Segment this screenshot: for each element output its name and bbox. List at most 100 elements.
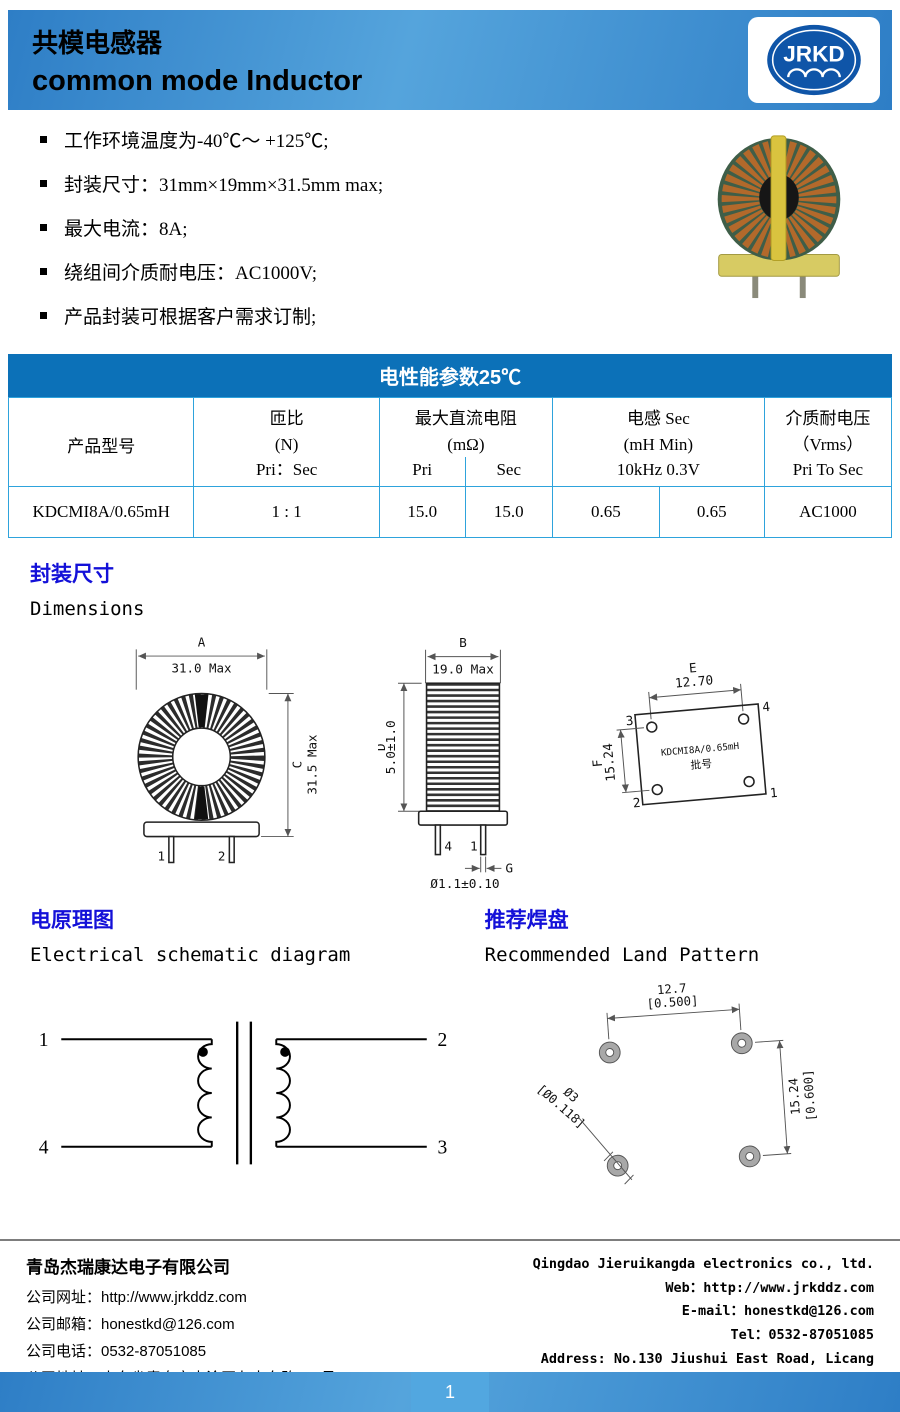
dim-e-value: 12.70	[674, 673, 714, 691]
dimension-drawings: A 31.0 Max 1 2 C 31.5 Max	[30, 620, 870, 892]
dim-b-value: 19.0 Max	[432, 662, 494, 677]
logo-text: JRKD	[783, 42, 845, 67]
front-pin2-label: 2	[218, 849, 226, 864]
col-header-inductance: 电感 Sec (mH Min) 10kHz 0.3V	[551, 397, 765, 487]
jrkd-logo-icon: JRKD	[767, 24, 861, 96]
feature-text: 产品封装可根据客户需求订制;	[64, 307, 317, 328]
company-email-cn: 公司邮箱：honestkd@126.com	[26, 1315, 235, 1333]
bullet-icon	[40, 268, 47, 275]
dim-c-label: C	[289, 761, 304, 769]
feature-list: 工作环境温度为-40℃～ +125℃; 封装尺寸：31mm×19mm×31.5m…	[10, 124, 684, 346]
schematic-pin3-label: 3	[438, 1138, 448, 1159]
feature-text: 封装尺寸：31mm×19mm×31.5mm max;	[64, 175, 384, 196]
list-item: 产品封装可根据客户需求订制;	[40, 302, 684, 329]
spec-table-title: 电性能参数25℃	[8, 354, 892, 397]
schematic-heading-cn: 电原理图	[30, 908, 114, 932]
dim-c-value: 31.5 Max	[305, 734, 320, 795]
col-header-turns-ratio: 匝比 (N) Pri：Sec	[193, 397, 380, 487]
page-title-en: common mode Inductor	[32, 64, 363, 97]
side-pin1-label: 1	[470, 840, 478, 855]
col-header-dcr: 最大直流电阻 (mΩ)	[378, 397, 553, 457]
company-name-cn: 青岛杰瑞康达电子有限公司	[26, 1258, 230, 1277]
side-pin4-label: 4	[444, 840, 452, 855]
top-pin1-label: 1	[769, 786, 778, 802]
land-dim-d-inch: [Ø0.118]	[534, 1082, 588, 1131]
dim-a-value: 31.0 Max	[171, 660, 232, 675]
footer-divider	[0, 1239, 900, 1241]
side-view-drawing: B 19.0 Max D 5.0±1.0 4 1	[378, 636, 513, 892]
schematic-pin4-label: 4	[39, 1138, 49, 1159]
dim-f-label: F	[590, 759, 606, 768]
company-web-en: Web：http://www.jrkddz.com	[665, 1279, 874, 1296]
cell-turns: 1 : 1	[193, 486, 380, 538]
dim-g-value: Ø1.1±0.10	[430, 877, 499, 892]
dimensions-section: 封装尺寸 Dimensions A 31.0 Max 1 2	[0, 538, 900, 892]
land-heading-cn: 推荐焊盘	[484, 908, 569, 932]
schematic-pin2-label: 2	[438, 1030, 448, 1051]
land-heading-en: Recommended Land Pattern	[484, 944, 760, 966]
land-dim-v-inch: [0.600]	[801, 1069, 819, 1122]
list-item: 封装尺寸：31mm×19mm×31.5mm max;	[40, 170, 684, 197]
top-view-drawing: E 12.70 3 4 2 1 KDCMI8	[590, 661, 778, 812]
schematic-pin1-label: 1	[39, 1030, 49, 1051]
spec-table: 产品型号 匝比 (N) Pri：Sec 最大直流电阻 (mΩ) 电感 Sec (…	[7, 397, 893, 538]
feature-text: 工作环境温度为-40℃～ +125℃;	[64, 131, 329, 152]
dim-e-label: E	[688, 661, 697, 677]
bullet-icon	[40, 224, 47, 231]
front-view-drawing: A 31.0 Max 1 2 C 31.5 Max	[135, 634, 320, 864]
top-pin2-label: 2	[632, 796, 641, 812]
company-web-cn: 公司网址：http://www.jrkddz.com	[26, 1288, 247, 1306]
bullet-icon	[40, 136, 47, 143]
schematic-heading-en: Electrical schematic diagram	[30, 944, 351, 966]
company-tel-cn: 公司电话：0532-87051085	[26, 1342, 207, 1360]
col-header-withstand-voltage: 介质耐电压 （Vrms） Pri To Sec	[763, 397, 893, 487]
company-address-en-1: Address: No.130 Jiushui East Road, Lican…	[540, 1350, 874, 1367]
schematic-diagram: 1 4 2 3	[39, 1021, 448, 1165]
list-item: 最大电流：8A;	[40, 214, 684, 241]
bullet-icon	[40, 180, 47, 187]
land-dim-d-labels: Ø3 [Ø0.118]	[534, 1082, 588, 1131]
land-pattern-column: 推荐焊盘 Recommended Land Pattern 12.7 [0.50…	[485, 904, 870, 1223]
cell-vrms: AC1000	[763, 486, 893, 538]
table-row: KDCMI8A/0.65mH 1 : 1 15.0 15.0 0.65 0.65…	[7, 486, 893, 538]
page-title-cn: 共模电感器	[32, 27, 163, 58]
land-dim-h-inch: [0.500]	[646, 994, 699, 1012]
features-section: 工作环境温度为-40℃～ +125℃; 封装尺寸：31mm×19mm×31.5m…	[0, 110, 900, 346]
col-header-dcr-pri: Pri	[378, 457, 466, 487]
front-pin1-label: 1	[157, 849, 165, 864]
feature-text: 绕组间介质耐电压：AC1000V;	[64, 263, 317, 284]
dim-b-label: B	[459, 636, 467, 651]
coil-icon	[787, 68, 841, 78]
land-pattern-drawing: 12.7 [0.500] 15.24	[534, 981, 819, 1185]
col-header-model: 产品型号	[7, 397, 195, 487]
marking-model-label: KDCMI8A/0.65mH	[661, 741, 740, 759]
product-photo	[684, 124, 876, 346]
top-pin3-label: 3	[625, 714, 634, 730]
header: 共模电感器 common mode Inductor JRKD	[8, 10, 892, 110]
land-dim-h-value: 12.7	[656, 981, 686, 997]
schematic-column: 电原理图 Electrical schematic diagram 1 4 2 …	[30, 904, 485, 1223]
dimensions-heading-cn: 封装尺寸	[30, 562, 114, 586]
cell-ind-sec: 0.65	[658, 486, 765, 538]
dimensions-heading-en: Dimensions	[30, 598, 145, 620]
company-logo: JRKD	[748, 17, 880, 103]
page-number: 1	[411, 1372, 489, 1412]
cell-model: KDCMI8A/0.65mH	[7, 486, 195, 538]
cell-ind-pri: 0.65	[551, 486, 660, 538]
list-item: 工作环境温度为-40℃～ +125℃;	[40, 126, 684, 153]
dim-f-value: 15.24	[601, 742, 619, 782]
top-view-wrap: E 12.70 3 4 2 1 KDCMI8	[590, 658, 816, 869]
schematic-land-section: 电原理图 Electrical schematic diagram 1 4 2 …	[0, 892, 900, 1223]
marking-batch-label: 批号	[690, 757, 713, 772]
bullet-icon	[40, 312, 47, 319]
page-footer-bar: 1	[0, 1372, 900, 1412]
dim-g-label: G	[505, 861, 513, 876]
top-pin4-label: 4	[762, 700, 771, 716]
cell-dcr-pri: 15.0	[378, 486, 466, 538]
header-titles: 共模电感器 common mode Inductor	[8, 23, 362, 98]
company-tel-en: Tel：0532-87051085	[730, 1326, 874, 1343]
spec-section: 电性能参数25℃ 产品型号 匝比 (N) Pri：Sec 最大直流电阻 (mΩ)	[7, 354, 893, 538]
feature-text: 最大电流：8A;	[64, 219, 188, 240]
dim-d-label: D	[378, 743, 389, 751]
